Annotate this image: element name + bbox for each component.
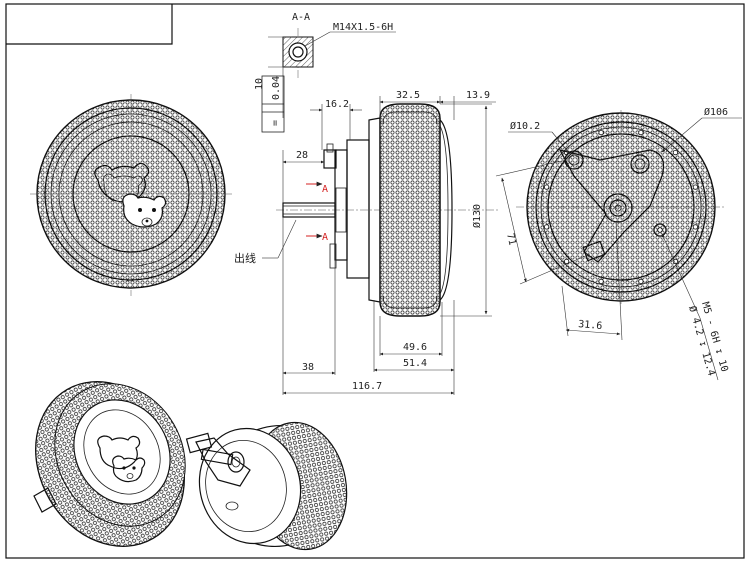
- dim-116-7: 116.7: [352, 381, 382, 392]
- cut-mark-bottom: A: [322, 232, 328, 243]
- dim-diameter-106: Ø106: [704, 106, 728, 118]
- bear-logo: [94, 162, 167, 228]
- back-view: Ø10.2 Ø106 71 31.6 M5 - 6H ↧ 10 Ø 4.2 ↧ …: [495, 106, 742, 381]
- section-title: A-A: [292, 12, 310, 23]
- rim-bolt: [543, 224, 550, 230]
- isometric-view-back: [185, 421, 348, 551]
- dim-49-6: 49.6: [403, 342, 427, 353]
- dim-16-2: 16.2: [325, 99, 349, 110]
- isometric-view-front: [33, 381, 186, 547]
- sheet-border: [5, 3, 745, 559]
- dim-28: 28: [296, 150, 308, 161]
- rim-bolt: [638, 278, 644, 284]
- rim-bolt: [543, 184, 550, 190]
- rim-bolt: [563, 258, 570, 264]
- dim-32-5: 32.5: [396, 90, 420, 101]
- rim-bolt: [672, 150, 679, 156]
- dim-13-9: 13.9: [466, 90, 490, 101]
- side-view: A A 16.2 28 32.5 13.9 Ø130 出线: [234, 90, 500, 395]
- wire-outlet-label: 出线: [234, 251, 256, 265]
- rim-bolt: [598, 278, 604, 284]
- title-block-frame: [6, 4, 173, 45]
- section-a-a-view: A-A M14X1.5-6H 10 0.04 =: [254, 12, 396, 133]
- motor-bracket: [558, 149, 665, 263]
- dim-diameter-130: Ø130: [471, 204, 483, 228]
- dim-31-6: 31.6: [578, 319, 603, 332]
- rim-bolt: [692, 184, 699, 190]
- dim-diameter-10-2: Ø10.2: [510, 120, 540, 132]
- dim-38: 38: [302, 362, 314, 373]
- tolerance-value: 0.04: [271, 76, 282, 100]
- front-view: [30, 94, 232, 296]
- side-tire-tread: [379, 103, 441, 317]
- cut-mark-top: A: [322, 184, 328, 195]
- rim-bolt: [598, 130, 604, 136]
- dim-10: 10: [254, 78, 265, 90]
- tolerance-symbol: =: [270, 120, 281, 126]
- dim-71: 71: [504, 232, 517, 246]
- rim-bolt: [638, 130, 644, 136]
- dim-51-4: 51.4: [403, 358, 427, 369]
- thread-spec: M14X1.5-6H: [333, 22, 393, 33]
- rim-bolt: [692, 224, 699, 230]
